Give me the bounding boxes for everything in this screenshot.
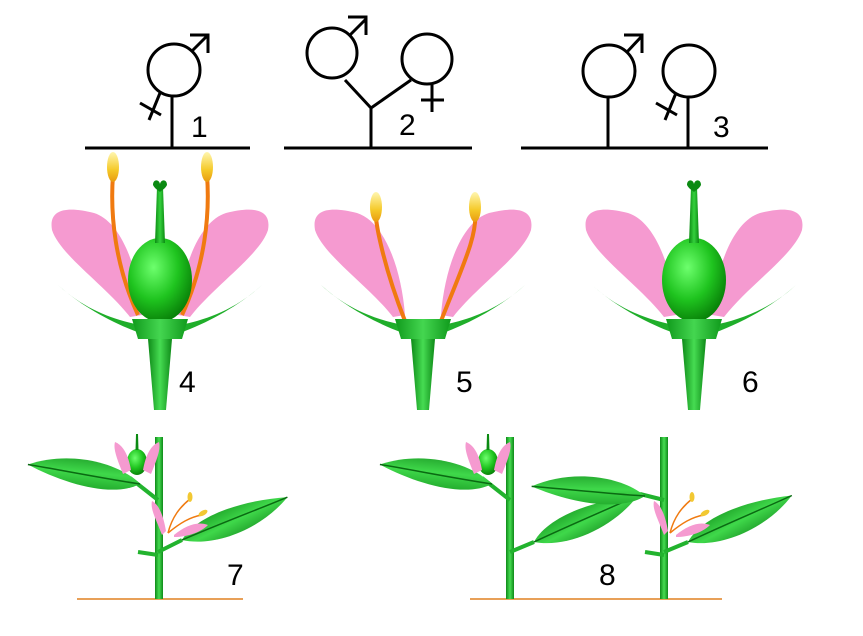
female-bud-7 <box>114 434 160 475</box>
stem-8a <box>506 437 514 599</box>
branch-8c <box>639 492 665 502</box>
label-3: 3 <box>713 111 730 144</box>
branch-7b <box>157 538 183 554</box>
male-arrow-shaft-2 <box>348 17 368 37</box>
label-5: 5 <box>456 366 473 399</box>
diagram-3-dioecious: 3 <box>521 33 768 150</box>
diagram-1-hermaphrodite: 1 <box>85 33 250 150</box>
petal-right-6 <box>712 209 803 317</box>
label-6: 6 <box>742 366 759 399</box>
leaf-7b <box>176 493 294 548</box>
male-arrow-shaft-3 <box>625 35 643 54</box>
petal-left-6 <box>585 209 676 317</box>
female-cross-stem-1 <box>147 92 162 121</box>
flower-5-staminate: 5 <box>314 192 532 410</box>
label-7: 7 <box>227 559 244 592</box>
label-4: 4 <box>179 366 196 399</box>
male-arrowhead-3 <box>624 33 644 53</box>
pistil-4 <box>128 180 192 322</box>
male-symbol-circle-3 <box>581 43 637 99</box>
female-symbol-circle-2 <box>400 32 454 86</box>
stamen-left-5 <box>370 192 407 322</box>
plant-8-dioecious: 8 <box>378 434 800 600</box>
petal-right-4 <box>178 209 269 317</box>
female-symbol-circle-3 <box>661 43 717 99</box>
petal-left-5 <box>314 209 405 317</box>
branch-7c <box>137 550 159 557</box>
male-arrow-shaft-1 <box>190 33 210 53</box>
female-cross-bar-3 <box>655 101 678 117</box>
male-arrowhead-2 <box>348 15 368 35</box>
leaf-8d <box>681 492 800 550</box>
branch-8d <box>663 540 689 554</box>
female-bud-8 <box>465 434 511 475</box>
female-cross-stem-3 <box>663 92 678 121</box>
pistil-6 <box>662 180 726 322</box>
label-8: 8 <box>599 559 616 592</box>
branch-right-2 <box>370 78 412 110</box>
stamen-right-5 <box>439 192 481 322</box>
male-arrowhead-1 <box>190 33 210 53</box>
hermaphrodite-symbol-circle <box>146 42 202 98</box>
petal-left-4 <box>51 209 142 317</box>
diagram-2-monoecious: 2 <box>284 15 472 150</box>
label-2: 2 <box>399 109 416 142</box>
plant-7-monoecious: 7 <box>26 434 294 600</box>
female-cross-bar-1 <box>139 101 162 117</box>
flower-6-pistillate: 6 <box>585 180 803 410</box>
male-symbol-circle-2 <box>305 26 359 80</box>
petal-right-5 <box>441 209 532 317</box>
branch-left-2 <box>343 78 373 110</box>
sepals-stem-5 <box>321 285 525 410</box>
flower-4-bisexual: 4 <box>51 150 269 410</box>
label-1: 1 <box>191 111 208 144</box>
branch-8e <box>644 550 665 557</box>
branch-8b <box>509 540 535 554</box>
